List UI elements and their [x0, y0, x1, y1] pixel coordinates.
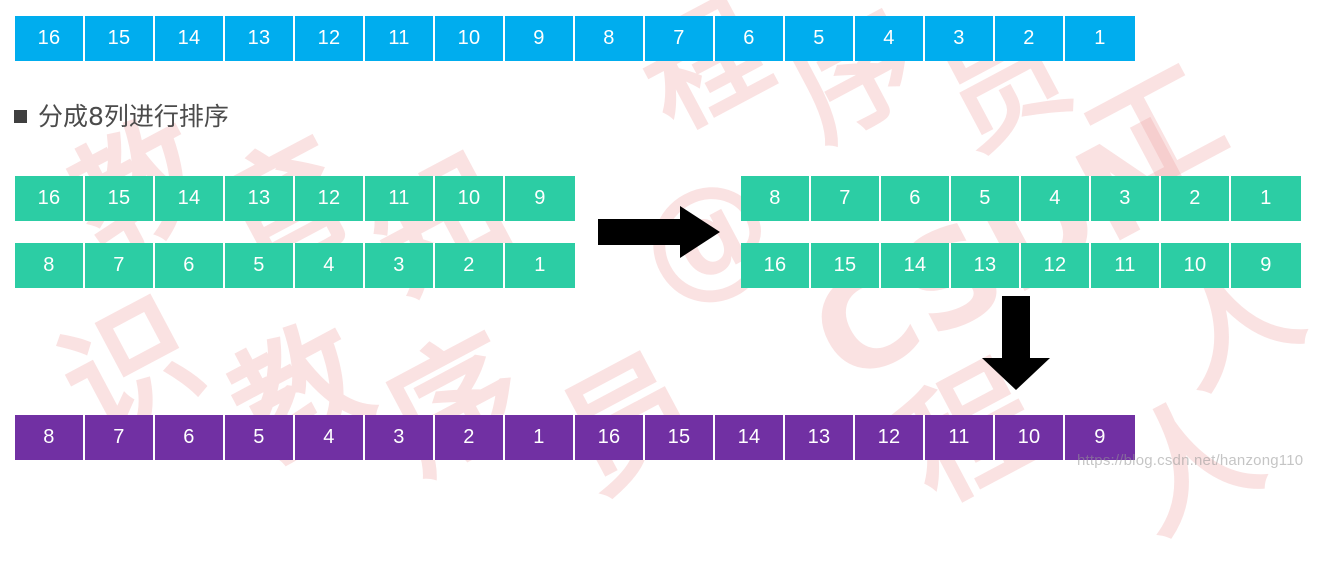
merged-result-cell: 1: [505, 415, 575, 460]
initial-array-cell: 4: [855, 16, 925, 61]
merged-result-cell: 4: [295, 415, 365, 460]
green-left-r2-cell: 7: [85, 243, 155, 288]
green-left-r2-cell: 2: [435, 243, 505, 288]
initial-array-cell: 11: [365, 16, 435, 61]
green-right-r2-cell: 10: [1161, 243, 1231, 288]
initial-array-cell: 14: [155, 16, 225, 61]
green-left-r1-cell: 14: [155, 176, 225, 221]
green-left-r2-cell: 3: [365, 243, 435, 288]
green-right-r1-cell: 6: [881, 176, 951, 221]
green-left-r2-cell: 5: [225, 243, 295, 288]
merged-result-cell: 15: [645, 415, 715, 460]
green-left-r2-cell: 8: [15, 243, 85, 288]
green-right-r1-cell: 2: [1161, 176, 1231, 221]
watermark-glyph: 教: [207, 296, 394, 492]
initial-array-cell: 13: [225, 16, 295, 61]
initial-array-cell: 5: [785, 16, 855, 61]
green-right-r1-cell: 5: [951, 176, 1021, 221]
green-left-r1-cell: 9: [505, 176, 575, 221]
right-arrow-icon: [598, 206, 720, 258]
green-right-r2-cell: 12: [1021, 243, 1091, 288]
green-left-r1-cell: 13: [225, 176, 295, 221]
initial-array-cell: 2: [995, 16, 1065, 61]
initial-array-cell: 10: [435, 16, 505, 61]
initial-array-cell: 6: [715, 16, 785, 61]
merged-result-cell: 14: [715, 415, 785, 460]
initial-array-cell: 16: [15, 16, 85, 61]
section-heading: 分成8列进行排序: [14, 104, 229, 129]
bullet-square-icon: [14, 110, 27, 123]
green-right-r1-cell: 7: [811, 176, 881, 221]
green-left-r1-cell: 15: [85, 176, 155, 221]
merged-result-cell: 7: [85, 415, 155, 460]
watermark-glyph: 人: [1137, 221, 1324, 417]
merged-result-cell: 2: [435, 415, 505, 460]
section-heading-label: 分成8列进行排序: [38, 102, 229, 131]
merged-result-cell: 9: [1065, 415, 1135, 460]
initial-array-cell: 9: [505, 16, 575, 61]
green-left-r1-cell: 10: [435, 176, 505, 221]
merged-result-cell: 8: [15, 415, 85, 460]
green-right-r2-cell: 11: [1091, 243, 1161, 288]
merged-result-cell: 6: [155, 415, 225, 460]
merged-result-cell: 5: [225, 415, 295, 460]
green-right-r1-cell: 4: [1021, 176, 1091, 221]
green-right-r2-cell: 9: [1231, 243, 1301, 288]
csdn-blog-watermark: https://blog.csdn.net/hanzong110: [1077, 452, 1304, 469]
green-right-r1-cell: 8: [741, 176, 811, 221]
green-left-r1-cell: 12: [295, 176, 365, 221]
green-left-r2-cell: 4: [295, 243, 365, 288]
initial-array-cell: 12: [295, 16, 365, 61]
green-right-r1-cell: 1: [1231, 176, 1301, 221]
green-right-r2-cell: 13: [951, 243, 1021, 288]
initial-array-cell: 8: [575, 16, 645, 61]
green-right-r1-cell: 3: [1091, 176, 1161, 221]
merged-result-cell: 13: [785, 415, 855, 460]
merged-result-cell: 3: [365, 415, 435, 460]
merged-result-cell: 12: [855, 415, 925, 460]
initial-array-cell: 3: [925, 16, 995, 61]
green-left-r2-cell: 6: [155, 243, 225, 288]
green-left-r1-cell: 11: [365, 176, 435, 221]
green-right-r2-cell: 15: [811, 243, 881, 288]
merged-result-cell: 16: [575, 415, 645, 460]
green-left-r1-cell: 16: [15, 176, 85, 221]
initial-array-cell: 7: [645, 16, 715, 61]
green-right-r2-cell: 14: [881, 243, 951, 288]
green-right-r2-cell: 16: [741, 243, 811, 288]
watermark-glyph: 员: [523, 300, 726, 527]
down-arrow-icon: [982, 296, 1050, 390]
green-left-r2-cell: 1: [505, 243, 575, 288]
initial-array-cell: 15: [85, 16, 155, 61]
merged-result-cell: 11: [925, 415, 995, 460]
merged-result-cell: 10: [995, 415, 1065, 460]
watermark-glyph: 序: [362, 306, 549, 502]
initial-array-cell: 1: [1065, 16, 1135, 61]
